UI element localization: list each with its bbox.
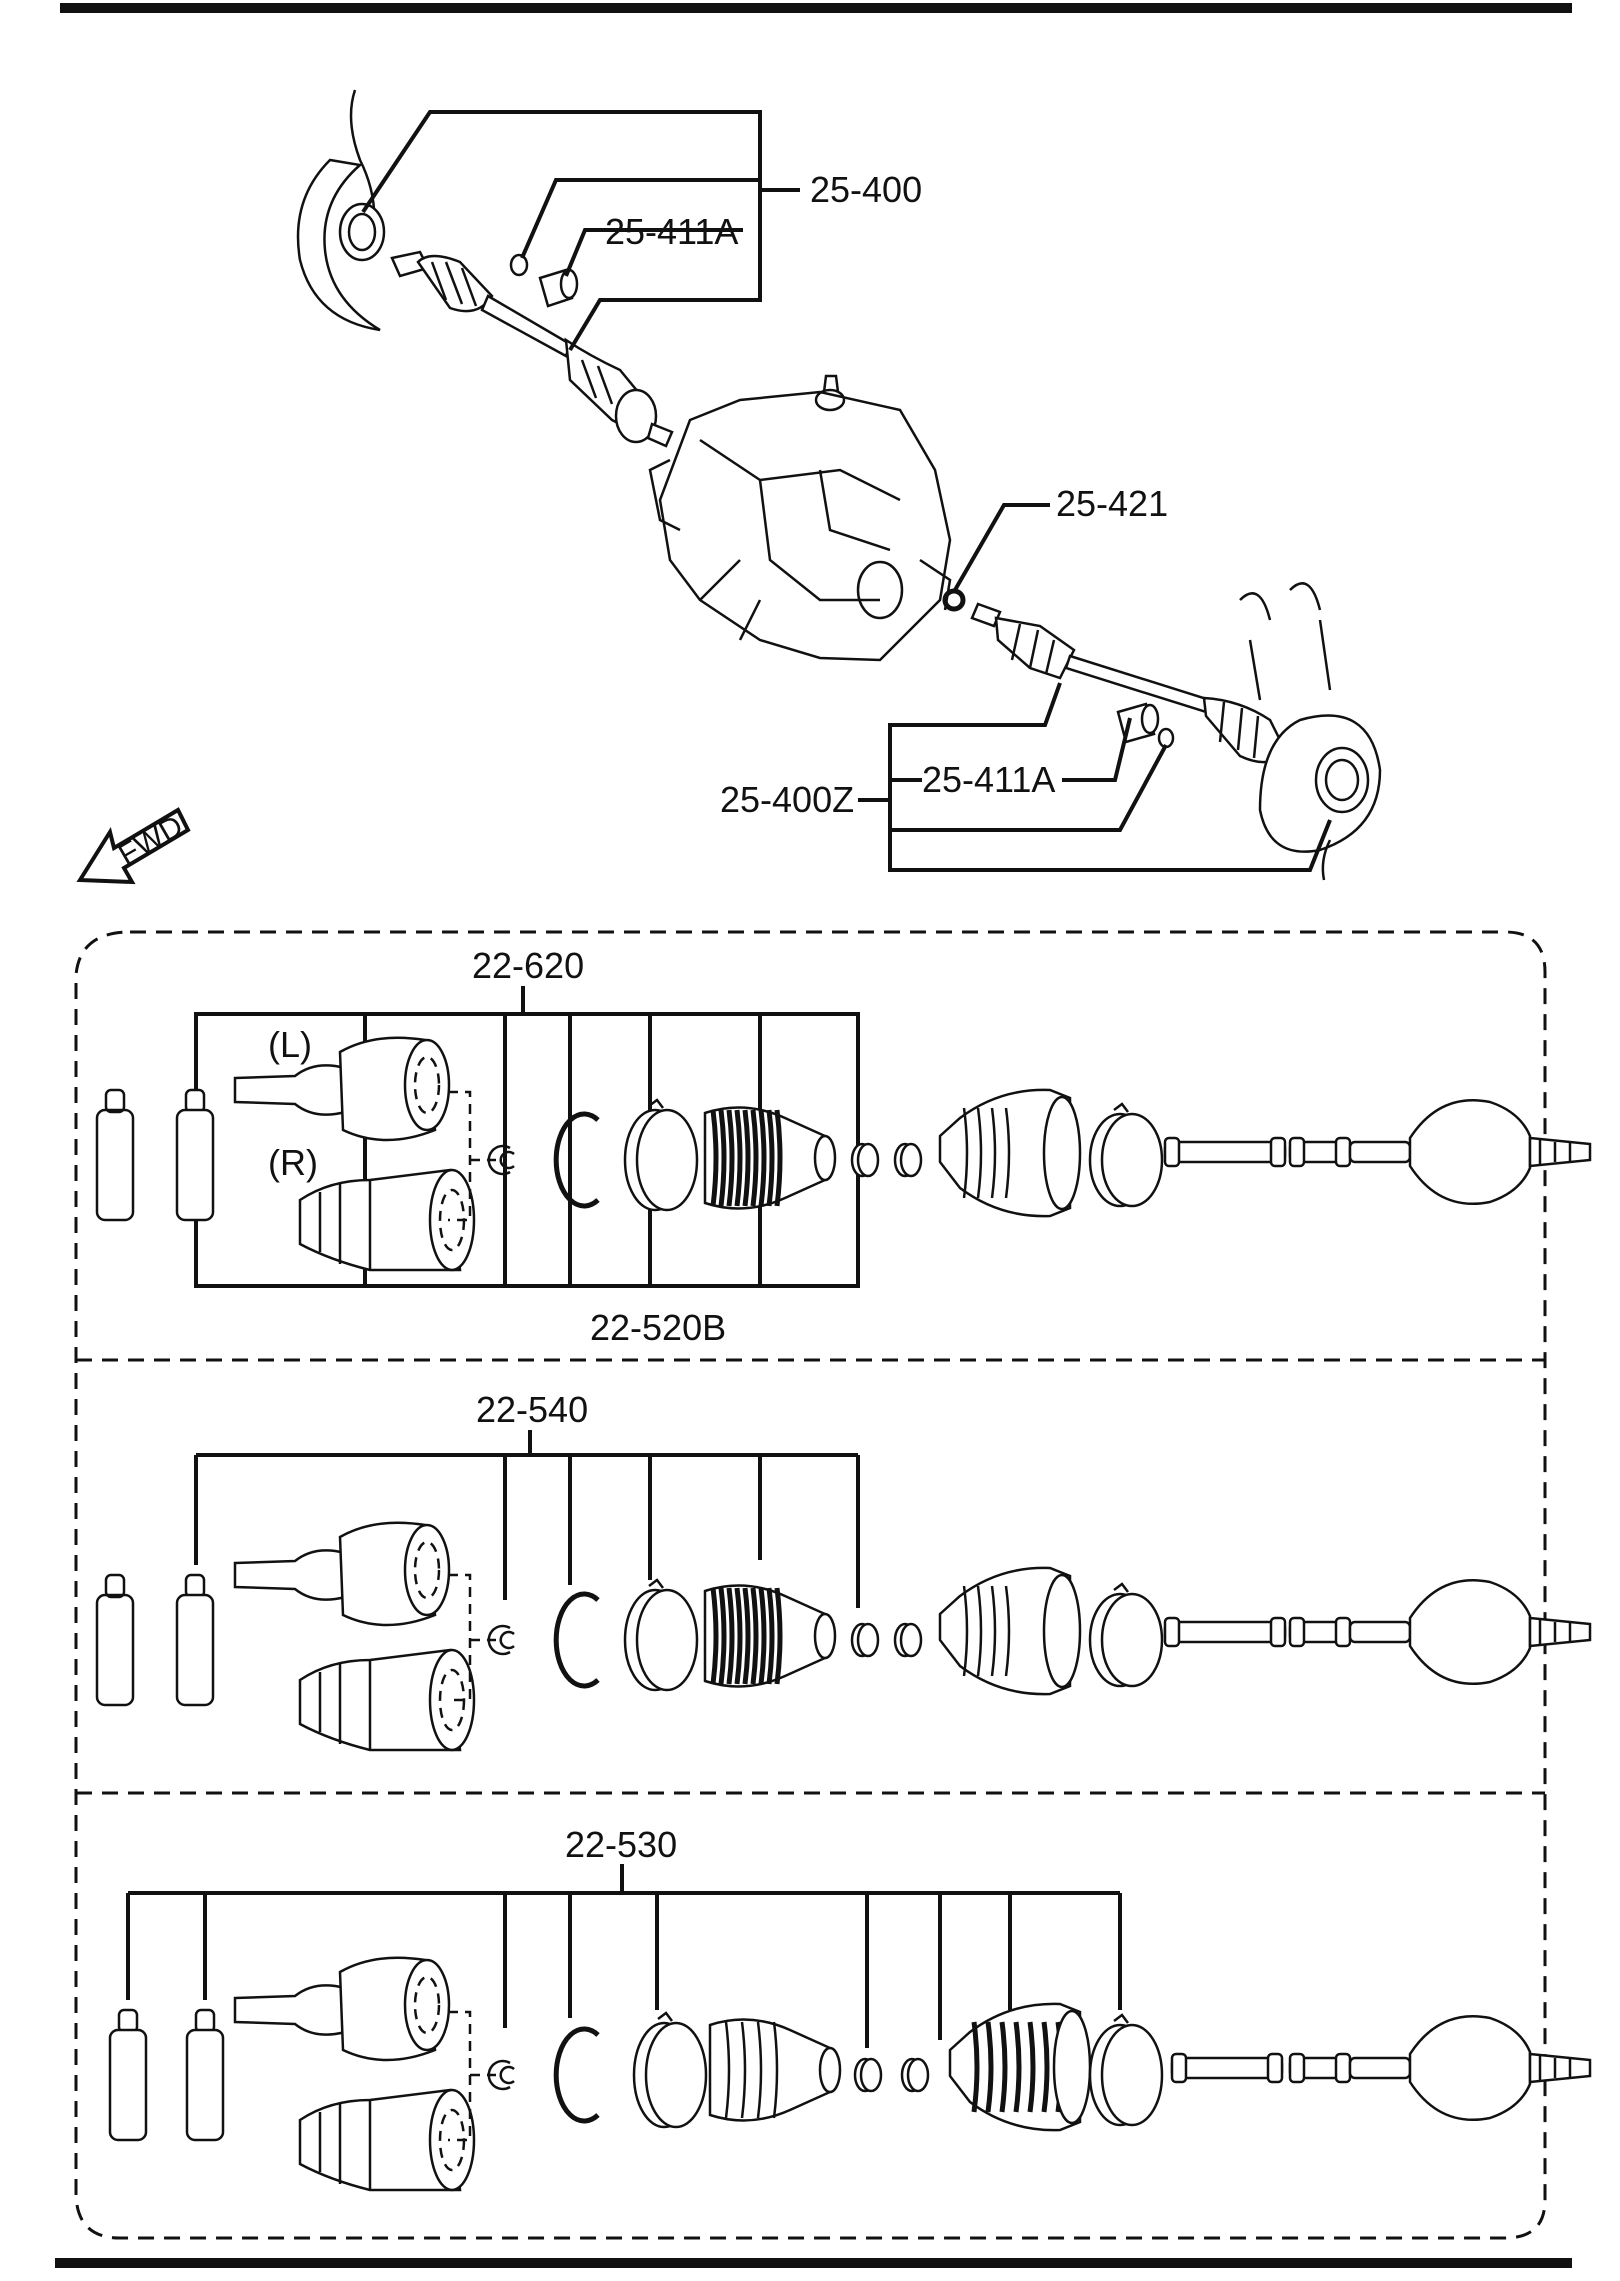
cv-joint-icon (233, 1521, 451, 1627)
cv-joint-icon (1348, 2014, 1592, 2122)
drive-shaft-icon (390, 250, 674, 448)
boot-icon (948, 2002, 1092, 2132)
drive-shaft-icon (1288, 1616, 1352, 1648)
clip-icon (509, 253, 529, 277)
label-25-421: 25-421 (1056, 483, 1168, 524)
clip-icon (1157, 727, 1175, 749)
clip-icon (553, 1111, 600, 1209)
snap-ring-icon (893, 1142, 923, 1178)
grease-tube-icon (108, 2008, 148, 2142)
snap-ring-icon (487, 1624, 515, 1656)
snap-ring-icon (850, 1622, 880, 1658)
grease-tube-icon (175, 1573, 215, 1707)
wheel-hub-icon (1239, 582, 1382, 881)
snap-ring-icon (850, 1142, 880, 1178)
drive-shaft-icon (1288, 1136, 1352, 1168)
label-25-400: 25-400 (810, 169, 922, 210)
boot-icon (703, 1106, 837, 1210)
alt-bracket (448, 1090, 472, 1222)
boot-band-icon (623, 1098, 699, 1212)
wheel-hub-icon (296, 89, 386, 332)
boot-band-icon (1088, 1102, 1164, 1208)
drive-shaft-icon (1163, 1136, 1287, 1168)
grease-tube-icon (185, 2008, 225, 2142)
clip-icon (553, 2026, 600, 2124)
cv-joint-icon (298, 1168, 476, 1272)
tag-right: (R) (268, 1142, 318, 1183)
boot-icon (703, 1584, 837, 1688)
tag-left: (L) (268, 1024, 312, 1065)
cv-joint-icon (538, 268, 579, 308)
drive-shaft-icon (1170, 2052, 1284, 2084)
fwd-label: FWD (113, 809, 189, 872)
exploded-frame (74, 930, 1547, 2240)
leader-lines (361, 110, 1332, 872)
label-25-400z: 25-400Z (720, 779, 854, 820)
cv-joint-icon (233, 1036, 451, 1142)
fwd-arrow-icon: FWD (76, 807, 191, 885)
boot-band-icon (632, 2011, 708, 2129)
section-label: 22-540 (476, 1389, 588, 1430)
section-label: 22-620 (472, 945, 584, 986)
boot-band-icon (623, 1578, 699, 1692)
cv-joint-icon (1348, 1578, 1592, 1686)
parts-layer (95, 1036, 1592, 2192)
drive-shaft-icon (1288, 2052, 1352, 2084)
assembly-overview: 25-400 25-411A 25-421 25-400Z 25-411A FW… (76, 89, 1382, 885)
snap-ring-icon (487, 2059, 515, 2091)
label-25-411a-lower: 25-411A (922, 759, 1055, 800)
transaxle-icon (648, 374, 952, 662)
grease-tube-icon (95, 1573, 135, 1707)
boot-icon (938, 1088, 1082, 1218)
drive-shaft-icon (970, 602, 1322, 774)
cv-joint-icon (298, 2088, 476, 2192)
section-22-540: 22-540 (194, 1389, 860, 1608)
snap-ring-icon (900, 2057, 930, 2093)
section-22-530: 22-530 (126, 1824, 1122, 2048)
section-label: 22-530 (565, 1824, 677, 1865)
cv-joint-icon (298, 1648, 476, 1752)
drive-shaft-icon (1163, 1616, 1287, 1648)
snap-ring-icon (487, 1144, 515, 1176)
boot-icon (938, 1566, 1082, 1696)
exploded-views: 22-620 22-520B (L) (R) 22-540 22-530 (74, 930, 1592, 2240)
grease-tube-icon (175, 1088, 215, 1222)
grease-tube-icon (95, 1088, 135, 1222)
label-25-411a-upper: 25-411A (605, 211, 738, 252)
boot-band-icon (1088, 2013, 1164, 2127)
sub-label-22-520b: 22-520B (590, 1307, 726, 1348)
cv-joint-icon (233, 1956, 451, 2062)
clip-icon (553, 1591, 600, 1689)
boot-band-icon (1088, 1582, 1164, 1688)
cv-joint-icon (1348, 1098, 1592, 1206)
snap-ring-icon (942, 588, 966, 612)
boot-icon (708, 2018, 842, 2122)
snap-ring-icon (853, 2057, 883, 2093)
snap-ring-icon (893, 1622, 923, 1658)
alt-bracket (448, 1573, 472, 1702)
